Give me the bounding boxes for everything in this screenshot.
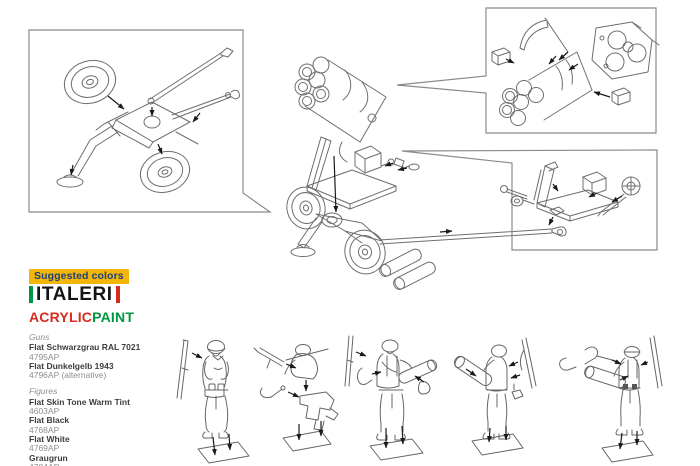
paint-code: 4603AP — [29, 406, 60, 417]
carriage-exploded-box — [28, 29, 272, 213]
paint-code: 4769AP — [29, 443, 60, 454]
figure-soldier-passing-shell — [559, 335, 663, 463]
mount-detail-box — [401, 149, 658, 251]
paint-list: Guns Flat Schwarzgrau RAL 7021 4795AP Fl… — [29, 332, 194, 466]
paint-code: 4768AP — [29, 424, 60, 435]
paint-group-guns: Guns Flat Schwarzgrau RAL 7021 4795AP Fl… — [29, 332, 194, 381]
paint-group-heading: Guns — [29, 332, 50, 342]
figure-kneeling-soldier — [253, 344, 339, 452]
figure-2-arrows — [285, 363, 324, 441]
mount-detail-diagram — [500, 161, 641, 222]
paint-code: 4784AP — [29, 462, 194, 466]
suggested-colors-banner: Suggested colors — [29, 269, 129, 284]
paint-name: Graugrun — [29, 452, 68, 463]
figure-4-arrows — [465, 361, 521, 443]
rocket-rounds — [379, 248, 436, 290]
brand-name: ITALERI — [36, 284, 113, 305]
launcher-assembly-diagram — [286, 56, 567, 290]
barrel-detail-arrows — [505, 51, 611, 98]
figure-soldier-with-shell — [344, 335, 438, 461]
barrel-cluster — [294, 56, 387, 143]
paint-name: Flat Dunkelgelb 1943 — [29, 360, 114, 371]
italeri-logo: ITALERI — [29, 284, 120, 305]
figure-standing-soldier — [176, 339, 250, 464]
figure-1-arrows — [191, 352, 233, 456]
mount-detail-arrows — [552, 183, 623, 203]
suggested-colors-panel: Suggested colors ITALERI ACRYLICPAINT Gu… — [29, 266, 194, 466]
acrylic-word: ACRYLIC — [29, 309, 93, 325]
wheel-part — [63, 59, 117, 105]
acrylic-paint-wordmark: ACRYLICPAINT — [29, 309, 194, 325]
figure-soldier-shouldering-shell — [453, 337, 537, 456]
launcher-mount — [306, 136, 420, 210]
logo-green-bar — [29, 286, 33, 303]
carriage-assembly-arrows — [69, 95, 201, 176]
paint-name: Flat Skin Tone Warm Tint — [29, 396, 130, 407]
paint-name: Flat Schwarzgrau RAL 7021 — [29, 342, 141, 353]
carriage-exploded-diagram — [56, 47, 240, 194]
paint-code: 4795AP — [29, 351, 60, 362]
paint-name: Flat Black — [29, 415, 70, 426]
paint-name: Flat White — [29, 433, 70, 444]
carriage-lower — [286, 186, 567, 275]
logo-red-bar — [115, 286, 120, 303]
figure-5-arrows — [611, 359, 649, 450]
paint-code: 4796AP (alternative) — [29, 370, 107, 381]
paint-group-figures: Figures Flat Skin Tone Warm Tint 4603AP … — [29, 387, 194, 466]
barrel-cluster-detail-diagram — [491, 17, 660, 126]
barrel-cluster-detail-box — [396, 7, 657, 134]
paint-word: PAINT — [92, 309, 135, 325]
launcher-assembly-arrows — [333, 155, 554, 234]
paint-group-heading: Figures — [29, 386, 58, 397]
wheel-part — [139, 150, 191, 194]
figure-3-arrows — [355, 351, 425, 449]
